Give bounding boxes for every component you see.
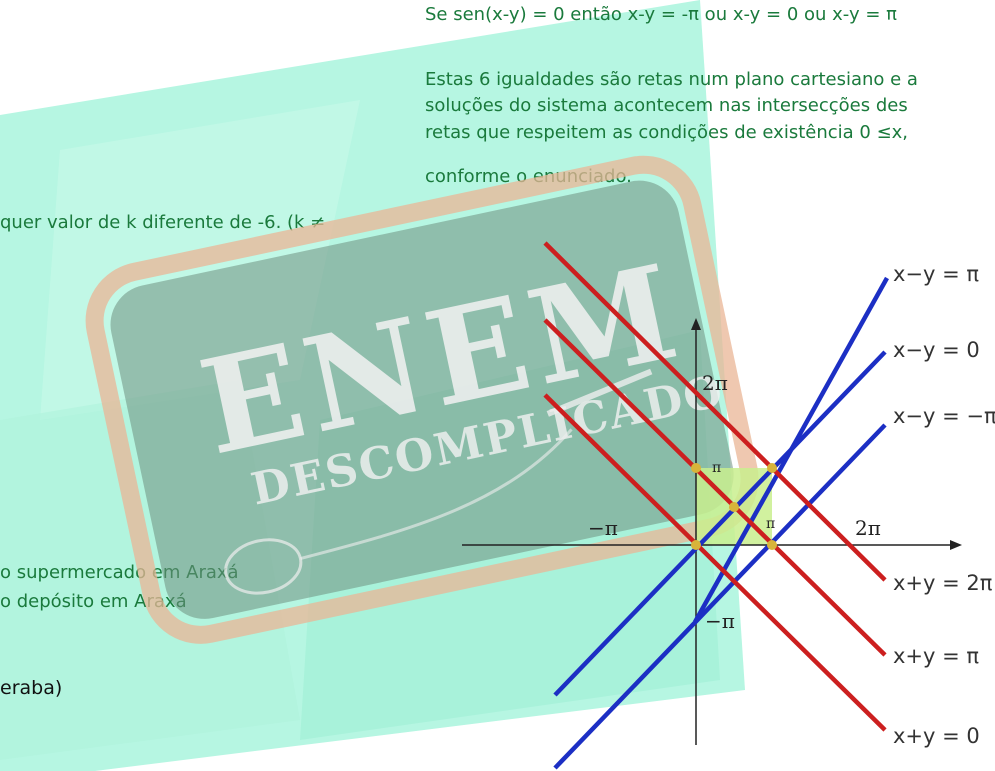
line-x-plus-y-eq-2pi xyxy=(543,241,887,582)
line-x-minus-y-eq-0 xyxy=(553,350,887,697)
paragraph-line-2: soluções do sistema acontecem nas inters… xyxy=(425,95,908,116)
tick-x-pi: π xyxy=(766,516,775,532)
line-x-plus-y-eq-pi xyxy=(543,318,887,657)
intersection-point xyxy=(729,502,739,512)
paragraph-line-3: retas que respeitem as condições de exis… xyxy=(425,122,909,143)
tick-x-neg-pi: −π xyxy=(588,516,618,540)
intersection-point xyxy=(767,463,777,473)
label-red-3: x+y = 0 xyxy=(893,724,980,748)
intersection-point xyxy=(691,463,701,473)
label-red-2: x+y = π xyxy=(893,644,979,668)
y-axis-arrow xyxy=(691,318,701,330)
intersection-point xyxy=(767,540,777,550)
x-axis-arrow xyxy=(950,540,962,550)
top-line: Se sen(x-y) = 0 então x-y = -π ou x-y = … xyxy=(425,4,897,25)
line-x-minus-y-eq-neg-pi xyxy=(553,423,887,770)
tick-y-neg-pi: −π xyxy=(705,609,735,633)
tick-y-pi: π xyxy=(712,460,721,476)
line-x-plus-y-eq-0 xyxy=(543,393,887,732)
label-blue-2: x−y = 0 xyxy=(893,338,980,362)
label-red-1: x+y = 2π xyxy=(893,571,993,595)
intersection-point xyxy=(691,540,701,550)
label-blue-3: x−y = −π xyxy=(893,404,995,428)
paragraph-line-1: Estas 6 igualdades são retas num plano c… xyxy=(425,69,918,90)
left-fragment-4: eraba) xyxy=(0,677,63,699)
tick-x-2pi: 2π xyxy=(855,516,881,540)
tick-y-2pi: 2π xyxy=(702,371,728,395)
label-blue-1: x−y = π xyxy=(893,262,979,286)
